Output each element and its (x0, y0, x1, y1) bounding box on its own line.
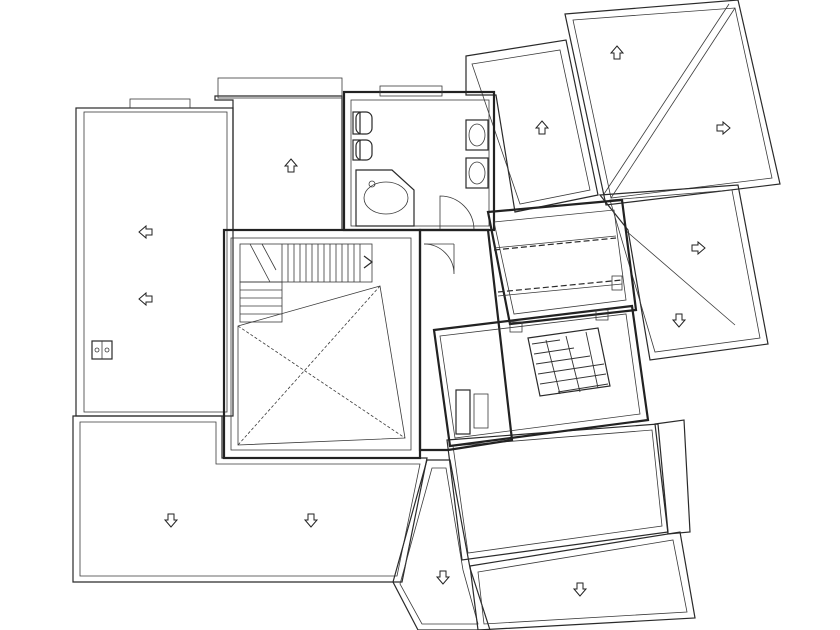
skylight-icon (237, 285, 406, 446)
terrace (446, 419, 691, 561)
bedroom (432, 304, 650, 448)
roof-east (598, 184, 769, 361)
slope-arrow-southeast-small (435, 570, 451, 585)
slope-arrow-northeast-right (716, 120, 731, 136)
slope-arrow-north-center (283, 158, 299, 173)
slope-arrow-south-left (163, 513, 179, 528)
roof-south-left (72, 415, 428, 583)
bidet-icon (352, 139, 373, 161)
roof-vent (91, 340, 113, 360)
stair-icon (239, 243, 373, 323)
landing (418, 228, 514, 452)
bathtub-icon (355, 169, 415, 227)
roof-northeast-top (564, 0, 781, 206)
roof-southeast-small (392, 459, 491, 630)
slope-arrow-south-center (303, 513, 319, 528)
dressing-room (486, 198, 638, 326)
desk-icon (455, 389, 489, 435)
stair-hall (222, 228, 422, 460)
roof-south-right (469, 531, 696, 630)
slope-arrow-northeast-top (609, 45, 625, 60)
door-swing-icon (439, 195, 475, 231)
slope-arrows (138, 45, 731, 597)
slope-arrow-east (691, 240, 706, 256)
roof-north-center (214, 77, 343, 231)
bathroom (342, 85, 496, 232)
slope-arrow-south-right (572, 582, 588, 597)
slope-arrow-west-upper (138, 224, 153, 240)
roof-west (75, 98, 234, 417)
washbasin-icon (465, 119, 489, 189)
double-bed-icon (509, 309, 611, 397)
toilet-icon (352, 111, 373, 135)
slope-arrow-east-lower (671, 313, 687, 328)
slope-arrow-west-lower (138, 291, 153, 307)
slope-arrow-northeast-left (534, 120, 550, 135)
roof-northeast-left (465, 39, 599, 213)
